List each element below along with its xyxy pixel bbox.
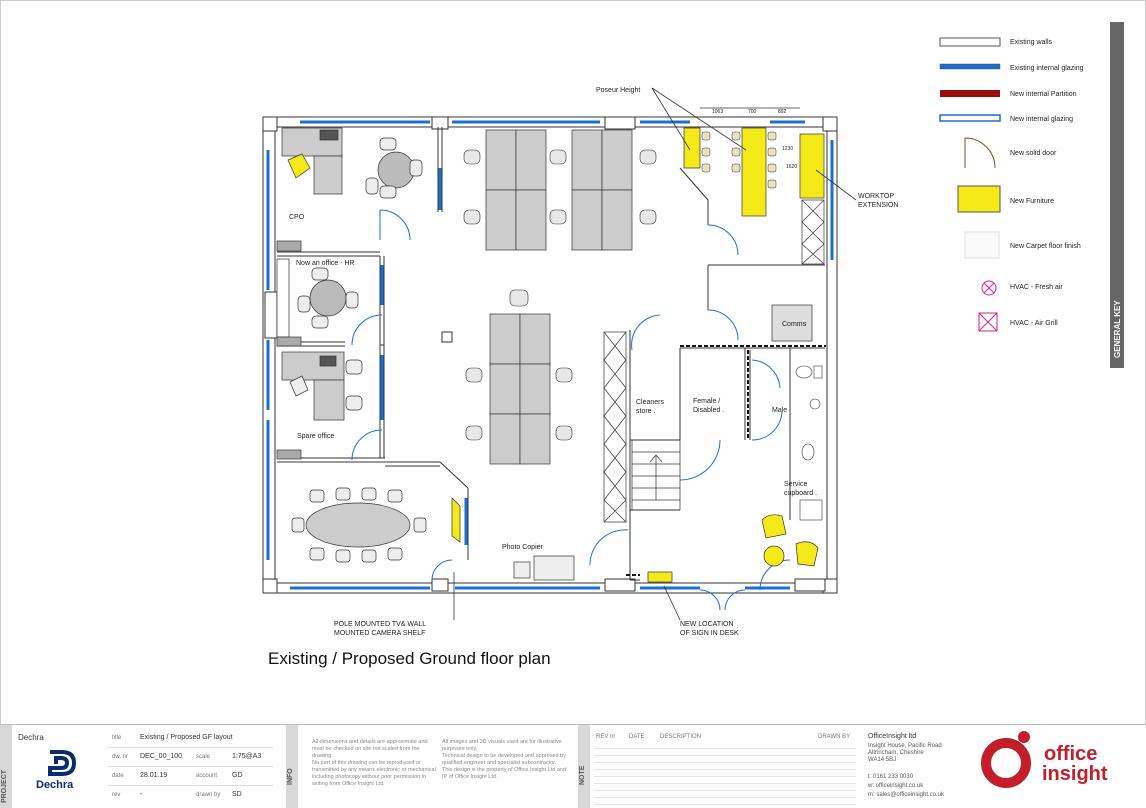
room-label-hr: Now an office - HR xyxy=(296,260,355,267)
dwg-value: DEC_00_100 xyxy=(140,753,183,760)
key-label-solid-door: New solid door xyxy=(1010,150,1057,157)
key-label-existing-walls: Existing walls xyxy=(1010,39,1053,46)
account-value: GD xyxy=(232,772,243,779)
dim-label-1: 1063 xyxy=(712,109,723,115)
scale-label: scale xyxy=(196,754,211,760)
leader-lines xyxy=(453,87,857,621)
key-label-carpet: New Carpet floor finish xyxy=(1010,243,1081,250)
spare-office xyxy=(276,351,363,460)
dim-v-label-1: 1230 xyxy=(782,146,793,152)
info-label: INFO xyxy=(287,768,294,785)
office-insight-logo-mark xyxy=(981,731,1031,788)
note-label: NOTE xyxy=(579,765,586,785)
key-label-new-partition: New internal Partition xyxy=(1010,91,1077,98)
key-label-new-furniture: New Furniture xyxy=(1010,198,1054,205)
annotation-poseur: Poseur Height xyxy=(596,87,640,94)
rev-value: - xyxy=(140,791,143,798)
general-key: GENERAL KEY xyxy=(939,22,1124,368)
dechra-logo-mark xyxy=(48,750,76,776)
room-label-copier: Photo Copier xyxy=(502,544,544,551)
title-label: title xyxy=(112,735,122,741)
room-label-spare: Spare office xyxy=(297,433,334,440)
room-label-cpo: CPO xyxy=(289,214,305,221)
rev-header-desc: DESCRIPTION xyxy=(660,734,702,740)
rev-header-nr: REV nr xyxy=(596,734,616,740)
reception-seating xyxy=(647,514,819,583)
rev-header-drawnby: DRAWN BY xyxy=(818,734,851,740)
dim-label-3: 892 xyxy=(778,109,787,115)
account-label: account xyxy=(196,773,218,779)
floor-plan: CPO Now an office - HR Spare office Comm… xyxy=(0,0,1146,724)
company-tel: t: 0161 233 0030 xyxy=(868,774,914,780)
project-label: PROJECT xyxy=(1,769,8,803)
company-address: Insight House, Pacific Road Altrincham, … xyxy=(868,743,942,763)
poseur-stools xyxy=(701,131,777,189)
staircase xyxy=(631,439,681,511)
rev-table-grid xyxy=(594,742,856,806)
column-posts xyxy=(262,116,838,594)
exterior-walls xyxy=(262,116,838,594)
locker-column xyxy=(603,199,825,523)
date-label: date xyxy=(112,773,124,779)
logo-text-office: office xyxy=(1044,743,1098,765)
info-strip: INFO xyxy=(286,725,298,808)
open-plan-chairs xyxy=(463,149,657,441)
dechra-logo-text: Dechra xyxy=(36,779,74,791)
note-strip: NOTE xyxy=(578,725,590,808)
door-swings xyxy=(351,209,791,611)
date-value: 28.01.19 xyxy=(140,772,168,779)
key-label-existing-glazing: Existing internal glazing xyxy=(1010,65,1084,72)
key-label-hvac-fresh: HVAC - Fresh air xyxy=(1010,284,1063,291)
open-plan-desks xyxy=(485,129,633,465)
company-name: OfficeInsight ltd xyxy=(868,733,917,740)
exterior-glazing xyxy=(266,120,834,590)
room-label-comms: Comms xyxy=(782,321,807,328)
title-value: Existing / Proposed GF layout xyxy=(140,734,233,741)
column-marker xyxy=(441,331,453,343)
key-label-new-glazing: New internal glazing xyxy=(1010,116,1073,123)
logo-text-insight: insight xyxy=(1042,763,1108,785)
dim-label-2: 700 xyxy=(748,109,757,115)
poseur-furniture xyxy=(683,127,825,217)
dwg-label: dw. nr xyxy=(112,754,129,760)
drawnby-value: SD xyxy=(232,791,242,798)
project-strip: PROJECT xyxy=(0,725,12,808)
info-text-2: All images and 3D visuals used are for i… xyxy=(442,739,567,780)
toilets xyxy=(795,365,823,521)
scale-value: 1:75@A3 xyxy=(232,753,262,760)
room-label-female: Female /Disabled . xyxy=(693,398,724,414)
dim-v-label-2: 1620 xyxy=(786,164,797,170)
client-name: Dechra xyxy=(18,733,44,742)
company-email: m: sales@officeinsight.co.uk xyxy=(868,792,945,798)
room-label-male: Male . xyxy=(772,407,791,414)
rev-header-date: DATE xyxy=(629,734,645,740)
key-label-hvac-grill: HVAC - Air Grill xyxy=(1010,320,1058,327)
cpo-office xyxy=(276,127,423,252)
company-web: w: officeinsight.co.uk xyxy=(868,783,924,789)
drawnby-label: drawn by xyxy=(196,792,221,798)
partition-dashes xyxy=(626,345,826,576)
hr-office xyxy=(276,258,359,347)
comms-box xyxy=(771,304,813,342)
rev-label: rev xyxy=(112,792,121,798)
info-text-1: All dimensions and details are approxima… xyxy=(312,739,436,787)
interior-glazing xyxy=(380,168,468,545)
meeting-room xyxy=(291,487,461,563)
drawing-title: Existing / Proposed Ground floor plan xyxy=(268,649,551,668)
title-block: PROJECT Dechra Dechra title Existing / P… xyxy=(0,724,1146,808)
key-heading: GENERAL KEY xyxy=(1113,300,1122,358)
photo-copier xyxy=(513,555,575,581)
